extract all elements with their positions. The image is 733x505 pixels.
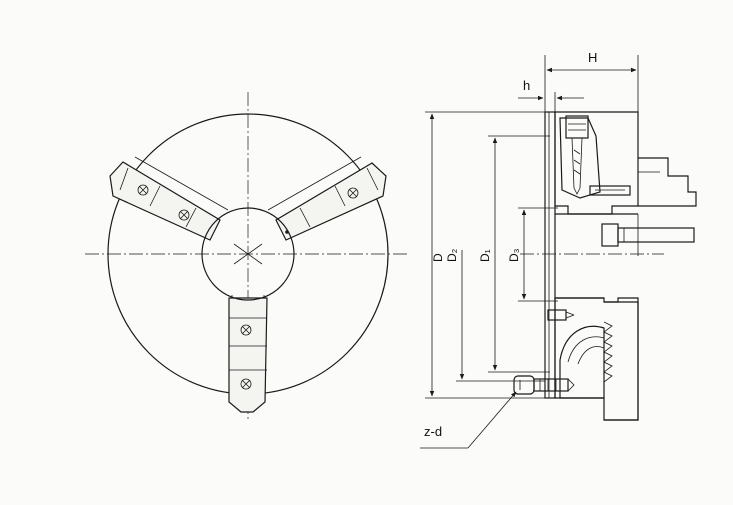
section-view: H h D D₂ D₁ D₃ z-d xyxy=(420,50,697,449)
label-h: h xyxy=(523,78,530,93)
scroll-curve xyxy=(559,325,605,399)
dim-D3 xyxy=(518,207,558,302)
lower-body-section xyxy=(554,297,639,421)
dim-D2 xyxy=(456,250,545,382)
upper-screw xyxy=(565,115,589,195)
label-D: D xyxy=(431,253,445,262)
pinion-shaft xyxy=(601,214,695,256)
label-zd: z-d xyxy=(424,424,442,439)
jaw-screw-icon xyxy=(137,184,149,196)
jaw-screw-icon xyxy=(347,187,359,199)
label-D2: D₂ xyxy=(445,248,459,262)
dim-D xyxy=(425,111,545,399)
label-D3: D₃ xyxy=(507,248,521,262)
jaw-upper-right xyxy=(275,162,387,241)
scroll-gear-teeth xyxy=(603,321,613,383)
label-H: H xyxy=(588,50,597,65)
jaw-bottom xyxy=(228,297,268,413)
front-view xyxy=(85,92,408,420)
upper-body-section xyxy=(554,111,639,215)
center-mark xyxy=(233,243,263,265)
jaw-screw-icon xyxy=(178,209,190,221)
label-D1: D₁ xyxy=(478,249,492,262)
jaw-screw-icon xyxy=(240,324,252,336)
pinion-step-block xyxy=(638,157,697,207)
jaw-screw-icon xyxy=(240,378,252,390)
lower-screw xyxy=(547,309,575,321)
jaw-upper-left xyxy=(109,161,221,241)
center-bore-circle xyxy=(201,207,295,301)
dim-D1 xyxy=(488,135,550,373)
mount-screw xyxy=(513,375,575,395)
dim-zd-leader xyxy=(420,391,517,449)
face-plate xyxy=(544,111,556,399)
